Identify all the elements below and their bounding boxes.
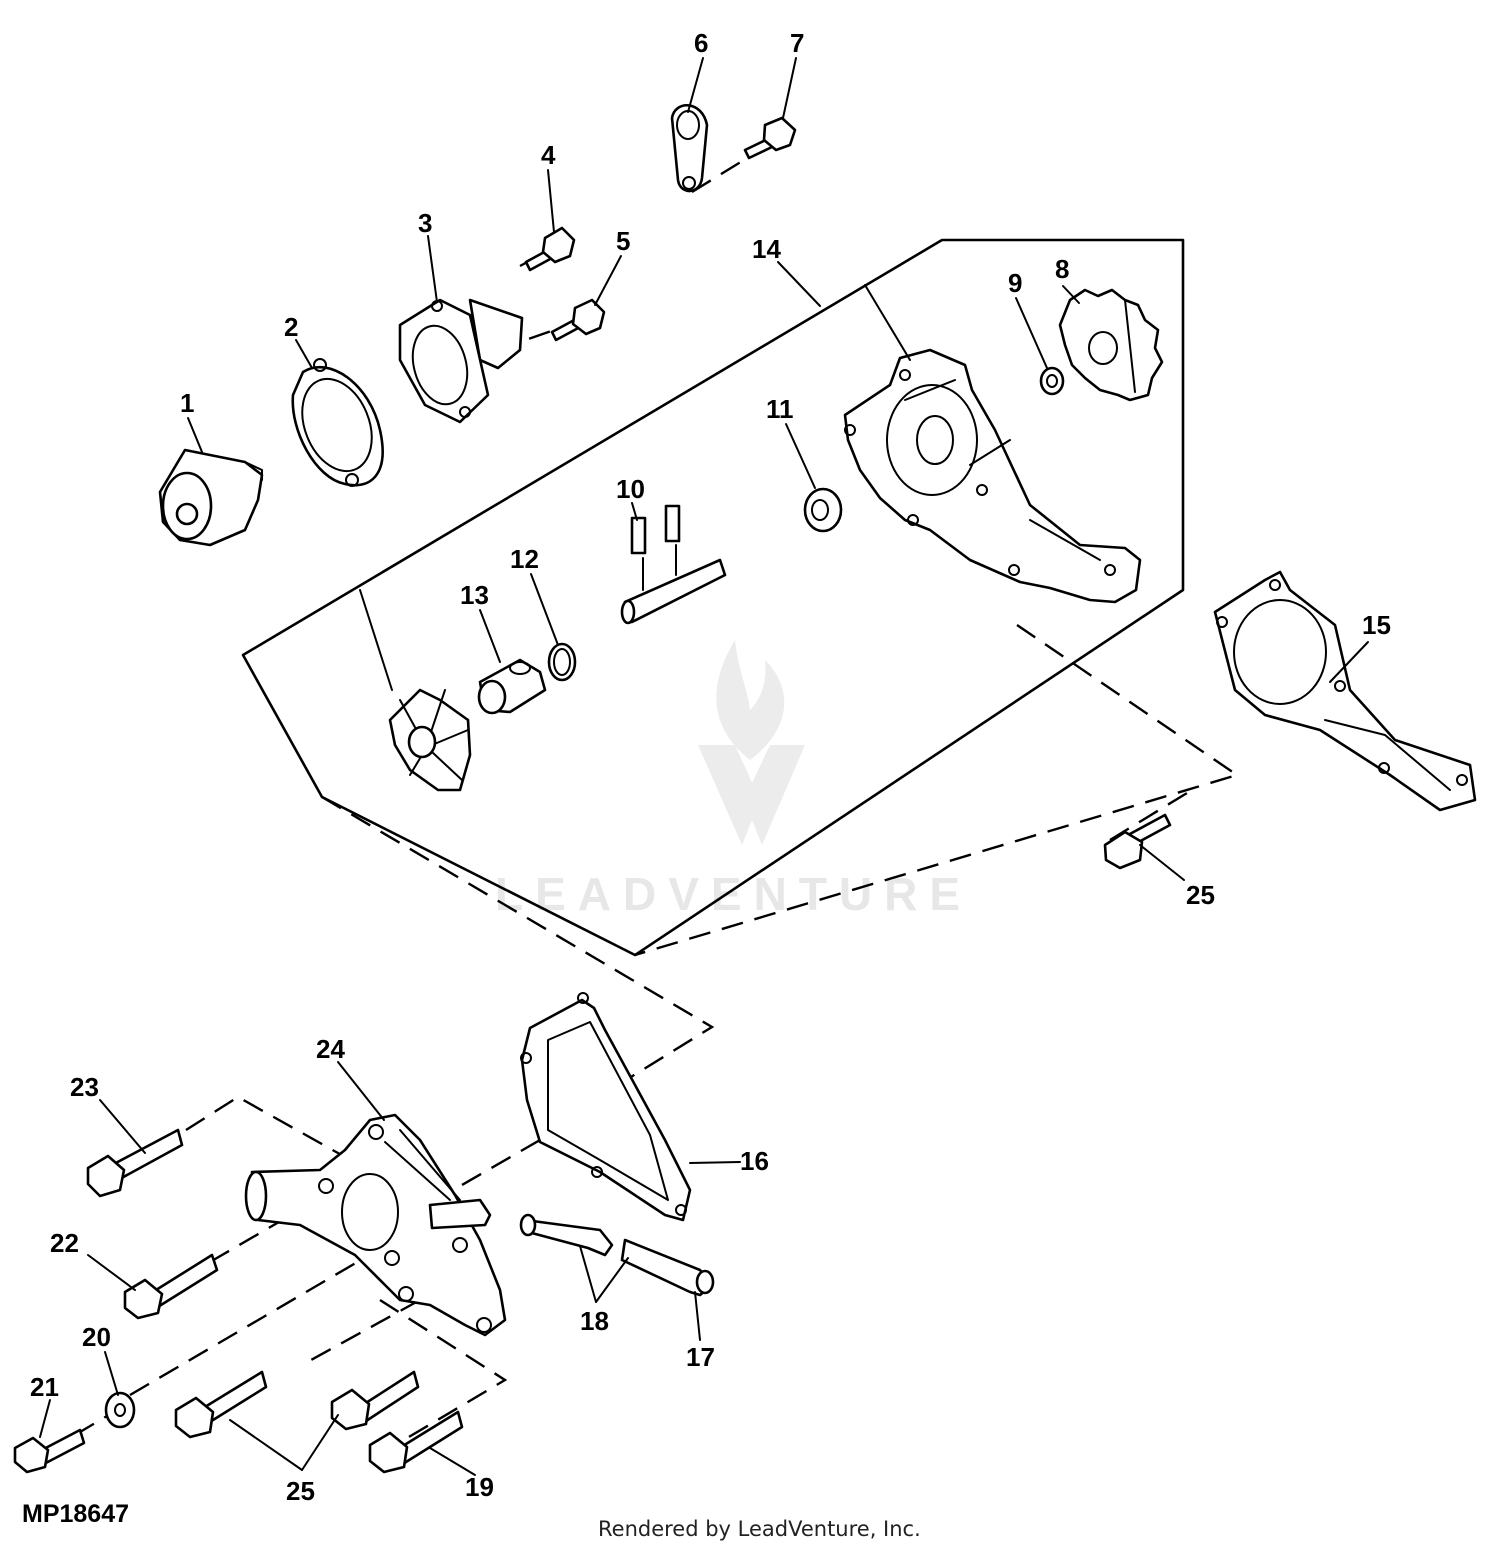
part-11-seal: [803, 487, 843, 533]
callout-2: 2: [284, 312, 298, 342]
footer-credit: Rendered by LeadVenture, Inc.: [598, 1517, 921, 1541]
callout-20: 20: [82, 1322, 111, 1352]
callout-12: 12: [510, 544, 539, 574]
part-15-gasket: [1213, 570, 1477, 812]
part-22-bolt: [123, 1253, 219, 1320]
callout-3: 3: [418, 208, 432, 238]
callout-1: 1: [180, 388, 194, 418]
part-12-o-ring: [547, 642, 577, 682]
watermark: LEADVENTURE: [495, 640, 960, 920]
group-outline-14: [241, 238, 1185, 957]
callout-14: 14: [752, 234, 781, 264]
callout-13: 13: [460, 580, 489, 610]
part-21-bolt: [13, 1428, 86, 1474]
callout-8: 8: [1055, 254, 1069, 284]
part-25-bolt-lower-a: [174, 1370, 268, 1439]
part-10-pins-shaft: [620, 504, 727, 625]
part-17-18-hoses: [519, 1213, 715, 1297]
callout-24: 24: [316, 1034, 345, 1064]
part-25-bolt-lower-b: [330, 1370, 420, 1431]
callout-22: 22: [50, 1228, 79, 1258]
callout-21: 21: [30, 1372, 59, 1402]
part-3-thermostat-cover: [398, 298, 524, 424]
part-25-cap-screw-right: [1103, 813, 1172, 870]
part-impeller: [388, 688, 472, 792]
callout-15: 15: [1362, 610, 1391, 640]
part-7-cap-screw: [743, 116, 797, 160]
callout-10: 10: [616, 474, 645, 504]
callout-19: 19: [465, 1472, 494, 1502]
callout-16: 16: [740, 1146, 769, 1176]
callout-23: 23: [70, 1072, 99, 1102]
callout-4: 4: [541, 140, 556, 170]
part-24-pump-cover: [244, 1113, 507, 1337]
callout-17: 17: [686, 1342, 715, 1372]
callout-25-right: 25: [1186, 880, 1215, 910]
part-2-gasket: [291, 358, 384, 487]
group-outline-14-dash: [634, 624, 1240, 957]
callout-9: 9: [1008, 268, 1022, 298]
callout-7: 7: [790, 28, 804, 58]
callout-5: 5: [616, 226, 630, 256]
part-13-bearing: [477, 658, 547, 715]
part-6-bracket: [670, 103, 709, 193]
callout-labels: 1 2 3 4 5 6 7 8 9 10 11 12 13 14 15 16 1…: [30, 28, 1391, 1506]
part-4-cap-screw: [524, 226, 576, 272]
callout-11: 11: [766, 394, 794, 424]
part-23-bolt: [86, 1128, 184, 1198]
diagram-code: MP18647: [22, 1500, 129, 1528]
callout-18: 18: [580, 1306, 609, 1336]
leader-lines: [39, 57, 1369, 1476]
callout-6: 6: [694, 28, 708, 58]
part-16-gasket: [520, 992, 692, 1222]
part-20-washer: [104, 1391, 136, 1429]
part-19-bolt: [368, 1410, 464, 1474]
part-9-washer: [1039, 366, 1065, 396]
part-8-gear: [1058, 288, 1164, 402]
part-5-cap-screw: [550, 298, 606, 342]
part-1-thermostat: [158, 448, 264, 547]
callout-25-lower: 25: [286, 1476, 315, 1506]
part-14-pump-housing: [843, 348, 1142, 604]
